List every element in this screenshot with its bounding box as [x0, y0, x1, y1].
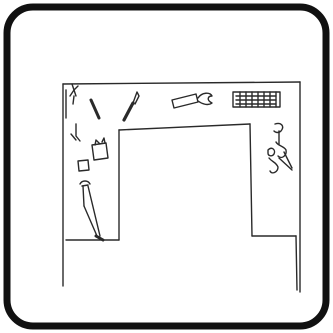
workspace-sketch: [0, 0, 333, 333]
icon-card: [0, 0, 333, 333]
